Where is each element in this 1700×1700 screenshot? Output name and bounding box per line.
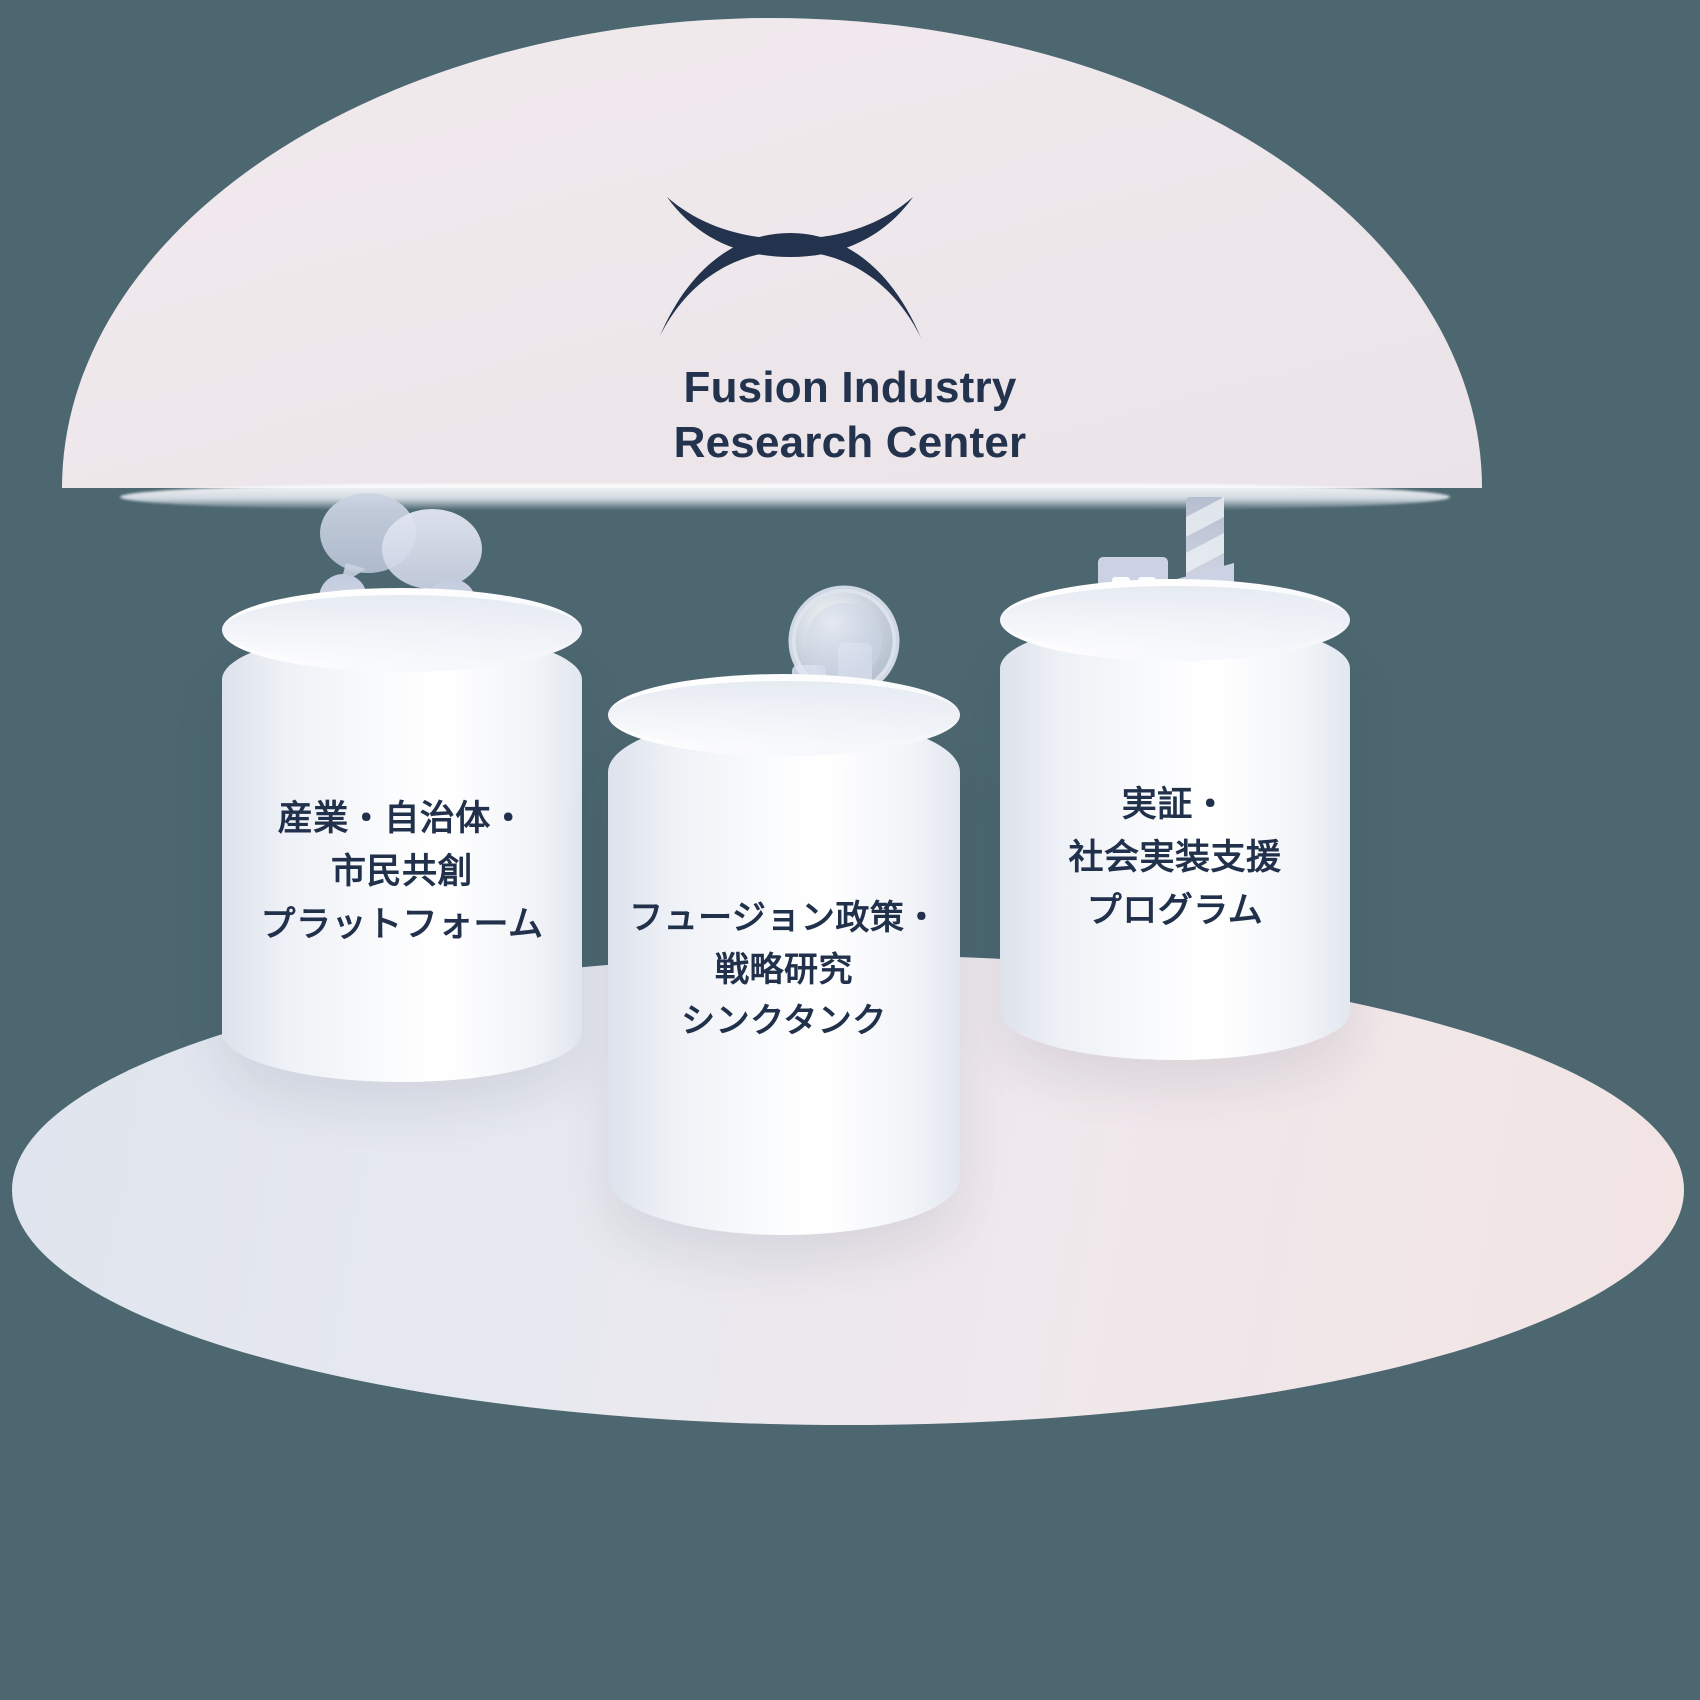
pillar-platform[interactable]: 産業・自治体・ 市民共創 プラットフォーム: [222, 588, 582, 1082]
pillar-label-thinktank: フュージョン政策・ 戦略研究 シンクタンク: [608, 893, 960, 1048]
pillar-label-line: プログラム: [1086, 891, 1264, 931]
pillar-body: [1000, 620, 1350, 1060]
pillar-label-line: 市民共創: [330, 852, 473, 892]
pillar-rim: [222, 595, 582, 665]
pillar-label-line: フュージョン政策・: [629, 899, 939, 937]
pillar-body: [222, 630, 582, 1082]
pillar-rim: [608, 681, 960, 749]
pillar-implementation[interactable]: 実証・ 社会実装支援 プログラム: [1000, 579, 1350, 1060]
pillar-label-platform: 産業・自治体・ 市民共創 プラットフォーム: [222, 792, 582, 952]
pillar-body: [608, 715, 960, 1235]
pillar-label-line: 戦略研究: [715, 950, 853, 989]
page-title: Fusion Industry Research Center: [0, 360, 1700, 470]
title-line-2: Research Center: [673, 418, 1027, 467]
title-line-1: Fusion Industry: [683, 363, 1017, 412]
pillar-label-line: 実証・: [1121, 785, 1229, 824]
pillar-thinktank[interactable]: フュージョン政策・ 戦略研究 シンクタンク: [608, 674, 960, 1235]
pillar-label-line: 産業・自治体・: [277, 799, 527, 838]
pillar-label-implementation: 実証・ 社会実装支援 プログラム: [1000, 778, 1350, 938]
pillar-label-line: シンクタンク: [681, 1002, 887, 1041]
pillar-rim: [1000, 586, 1350, 654]
pillar-label-line: 社会実装支援: [1068, 838, 1282, 878]
fusion-plasma-logo-icon: [645, 195, 935, 340]
pillar-label-line: プラットフォーム: [260, 905, 544, 945]
